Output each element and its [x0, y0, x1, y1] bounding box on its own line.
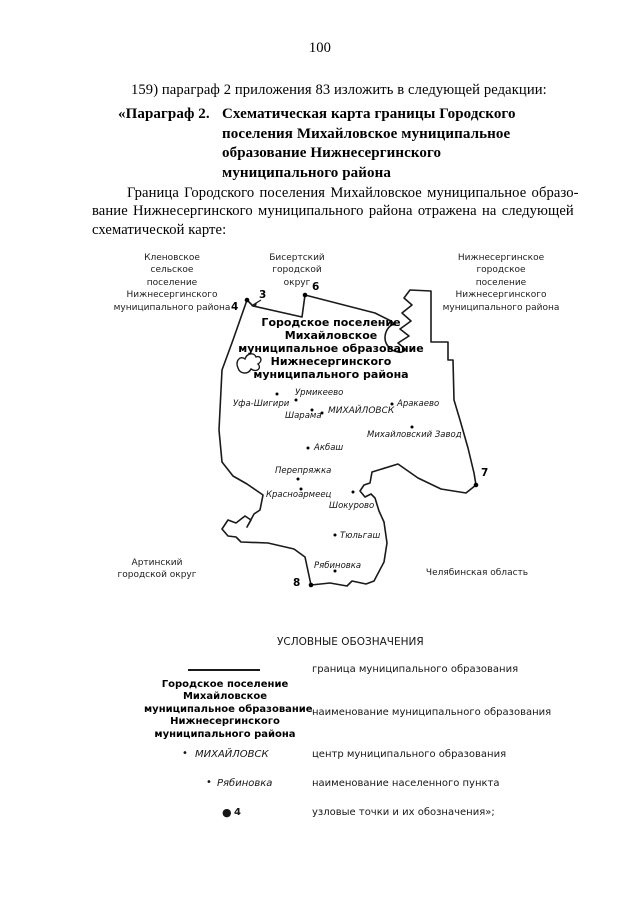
settlement-label-capital: МИХАЙЛОВСК	[328, 406, 395, 416]
settlement-label: Акбаш	[314, 443, 344, 453]
label-line: поселение	[475, 277, 527, 288]
settlement-dot	[296, 477, 300, 481]
settlement-dot	[299, 487, 303, 491]
boundary-dot	[392, 322, 396, 326]
settlement-dot	[390, 402, 394, 406]
boundary-dot	[402, 348, 406, 352]
legend-symbol-line: Михайловское	[182, 691, 268, 703]
label-line: городское	[476, 265, 526, 276]
body-line: вание Нижнесергинского муниципального ра…	[92, 203, 574, 219]
label-line: городской округ	[117, 570, 197, 581]
neighbor-label-bisertsky: Бисертский городской округ	[269, 252, 325, 289]
node-3-arrowhead	[251, 302, 257, 307]
settlement-label: Рябиновка	[314, 561, 362, 571]
page-number: 100	[308, 40, 332, 56]
settlement-label: Михайловский Завод	[367, 430, 462, 440]
paragraph-heading-line: муниципального района	[222, 165, 391, 181]
settlement-label: Красноармеец	[266, 490, 332, 500]
body-line: Граница Городского поселения Михайловско…	[127, 185, 579, 201]
settlement-dot	[310, 408, 314, 412]
settlement-label: Тюльгаш	[340, 531, 381, 541]
municipal-boundary-line	[218, 289, 477, 587]
lake-squiggle	[236, 353, 262, 374]
legend-bullet: •	[206, 777, 212, 788]
paragraph-heading-line: образование Нижнесергинского	[222, 145, 442, 161]
settlement-label: Шарама	[285, 411, 322, 421]
paragraph-heading-label: «Параграф 2.	[118, 106, 210, 122]
paragraph-heading-line: поселения Михайловское муниципальное	[222, 126, 511, 142]
label-line: муниципального района	[113, 302, 231, 313]
legend-bullet: •	[182, 748, 188, 759]
label-line: Кленовское	[144, 253, 200, 263]
node-dot-7	[473, 482, 479, 488]
neighbor-label-nizhneserginskoe: Нижнесергинское городское поселение Нижн…	[443, 252, 560, 314]
legend-symbol-line: Нижнесергинского	[170, 716, 280, 728]
settlement-label: Шокурово	[329, 501, 375, 511]
settlement-dot	[333, 533, 337, 537]
label-line: сельское	[150, 265, 194, 276]
body-line: схематической карте:	[92, 222, 227, 238]
legend-boundary-line-symbol	[188, 669, 260, 671]
settlement-dot	[306, 446, 310, 450]
settlement-dot	[410, 425, 414, 429]
map-title-line: муниципальное образование	[238, 341, 424, 355]
map-canvas	[218, 289, 479, 588]
legend-symbol-line: муниципального района	[154, 728, 296, 740]
settlement-label: Аракаево	[397, 399, 440, 409]
legend-symbol-line: муниципальное образование	[144, 703, 313, 715]
node-label-7: 7	[481, 467, 489, 479]
legend-title: УСЛОВНЫЕ ОБОЗНАЧЕНИЯ	[277, 636, 424, 648]
label-line: Артинский	[131, 558, 183, 568]
settlement-dot	[333, 569, 337, 573]
settlement-dot	[351, 490, 355, 494]
node-label-8: 8	[293, 577, 301, 589]
settlement-dot	[320, 411, 324, 415]
label-line: округ	[283, 277, 311, 288]
node-label-4: 4	[231, 301, 239, 313]
neighbor-label-artinsky: Артинский городской округ	[118, 557, 197, 582]
label-line: муниципального района	[442, 302, 560, 313]
legend-symbol-line: Городское поселение	[161, 679, 289, 690]
node-dot-6	[302, 292, 308, 298]
legend-symbol-mikhailovsk: МИХАЙЛОВСК	[195, 749, 269, 760]
label-line: Нижнесергинское	[457, 253, 545, 263]
legend-symbol-node: 4	[234, 807, 241, 818]
neighbor-label-chelyabinsk: Челябинская область	[425, 568, 529, 578]
map-title: Городское поселение Михайловское муницип…	[238, 316, 424, 382]
settlement-label: Урмикеево	[295, 388, 344, 398]
legend-row-text: граница муниципального образования	[312, 664, 519, 675]
node-label-3: 3	[259, 289, 267, 301]
settlement-dot	[275, 392, 279, 396]
legend-row-text: центр муниципального образования	[312, 749, 507, 760]
legend-symbol-settlement: Рябиновка	[217, 778, 273, 789]
settlement-dot	[294, 398, 298, 402]
legend-row-text: наименование муниципального образования	[312, 707, 552, 718]
node-dot-4	[244, 297, 250, 303]
legend-node-dot: ●	[222, 806, 232, 819]
neighbor-label-klenovskoe: Кленовское сельское поселение Нижнесерги…	[114, 252, 231, 314]
node-label-6: 6	[312, 281, 320, 293]
label-line: городской	[272, 265, 322, 276]
label-line: Нижнесергинского	[126, 290, 218, 301]
clause-text: 159) параграф 2 приложения 83 изложить в…	[131, 82, 547, 98]
legend-row-text: узловые точки и их обозначения»;	[312, 807, 495, 818]
map-title-line: Нижнесергинского	[270, 354, 392, 368]
schematic-map: Кленовское сельское поселение Нижнесерги…	[0, 248, 640, 600]
settlement-label: Перепряжка	[275, 466, 332, 476]
label-line: поселение	[146, 277, 198, 288]
map-title-line: муниципального района	[253, 367, 409, 381]
label-line: Бисертский	[269, 253, 325, 263]
map-title-line: Михайловское	[284, 328, 378, 342]
label-line: Нижнесергинского	[455, 290, 547, 301]
node-dot-8	[308, 582, 314, 588]
legend-municipality-name-symbol: Городское поселение Михайловское муницип…	[144, 679, 313, 741]
settlement-label: Уфа-Шигири	[233, 399, 290, 409]
legend-row-text: наименование населенного пункта	[312, 778, 500, 789]
map-title-line: Городское поселение	[261, 316, 401, 329]
paragraph-heading-line: Схематическая карта границы Городского	[222, 106, 516, 122]
